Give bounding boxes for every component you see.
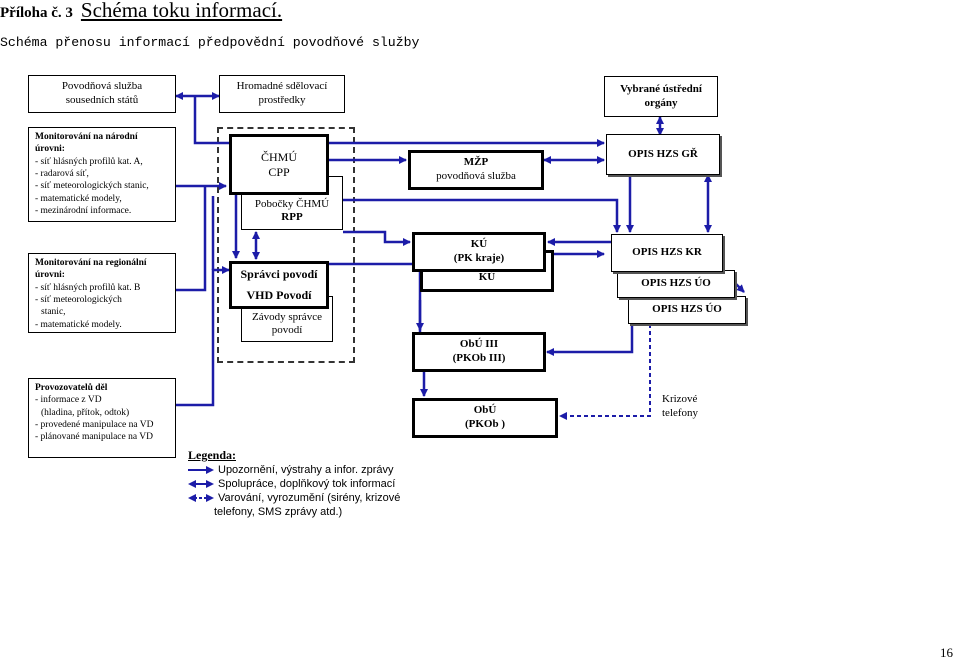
box-mzp: MŽP povodňová služba <box>408 150 544 190</box>
provoz-item: - informace z VD <box>35 395 102 406</box>
obu-line1: ObÚ <box>473 404 497 417</box>
chmu-line2: CPP <box>268 164 290 179</box>
mzp-line2: povodňová služba <box>436 170 516 182</box>
narodni-item: - síť meteorologických stanic, <box>35 181 149 192</box>
pobocky-line1: Pobočky ČHMÚ <box>254 197 330 210</box>
obu3-line2: (PKOb III) <box>452 352 506 364</box>
legend-title: Legenda: <box>188 448 236 462</box>
zavody-line1: Závody správce <box>252 310 322 323</box>
dashed-double-arrow-icon <box>188 494 214 502</box>
box-sousedni-sluzba: Povodňová služba sousedních států <box>28 75 176 113</box>
appendix-label: Příloha č. 3 <box>0 5 73 21</box>
legend-row1-text: Upozornění, výstrahy a infor. zprávy <box>218 464 394 476</box>
page-number: 16 <box>940 645 953 660</box>
box-vybrane-organy: Vybrané ústřední orgány <box>604 76 718 117</box>
sousedni-line2: sousedních států <box>65 94 139 106</box>
page-title: Schéma toku informací. <box>80 0 283 22</box>
link-hromadne-chmu <box>193 96 229 145</box>
regionalni-title2: úrovni: <box>35 270 65 281</box>
obu-line2: (PKOb ) <box>464 418 506 430</box>
narodni-item: - mezinárodní informace. <box>35 206 132 217</box>
narodni-title2: úrovni: <box>35 144 65 155</box>
ku-line2: (PK kraje) <box>453 252 505 264</box>
box-chmu-cpp: ČHMÚ CPP <box>229 134 329 195</box>
zavody-line2: povodí <box>271 324 303 337</box>
box-hromadne-prostredky: Hromadné sdělovací prostředky <box>219 75 345 113</box>
legend-row3-text: Varování, vyrozumění (sirény, krizové <box>218 492 401 504</box>
regionalni-item: - síť meteorologických <box>35 295 122 306</box>
opis-gr-line1: OPIS HZS GŘ <box>628 147 698 160</box>
legend-row2-text: Spolupráce, doplňkový tok informací <box>218 478 396 490</box>
opis-uo2-line1: OPIS HZS ÚO <box>652 303 722 316</box>
vybrane-line2: orgány <box>644 96 678 109</box>
box-provozovatelu-del: Provozovatelů děl - informace z VD (hlad… <box>28 378 176 458</box>
box-spravci-povodi: Správci povodí VHD Povodí <box>229 261 329 309</box>
box-obu-iii: ObÚ III (PKOb III) <box>412 332 546 372</box>
link-spravci-ku <box>329 262 422 365</box>
pobocky-line2: RPP <box>281 211 303 224</box>
link-opisuo-obu-warning <box>559 324 651 420</box>
diagram-subtitle: Schéma přenosu informací předpovědní pov… <box>0 35 420 50</box>
box-opis-hzs-kr: OPIS HZS KR <box>611 234 723 272</box>
obu3-line1: ObÚ III <box>459 338 499 351</box>
box-opis-hzs-gr: OPIS HZS GŘ <box>606 134 720 175</box>
krizove-line2: telefony <box>662 406 699 419</box>
box-obu-pkob: ObÚ (PKOb ) <box>412 398 558 438</box>
narodni-title1: Monitorování na národní <box>35 132 138 142</box>
regionalni-item: - síť hlásných profilů kat. B <box>35 282 141 293</box>
mzp-line1: MŽP <box>463 156 489 169</box>
link-regionalni-spravci <box>176 186 207 292</box>
regionalni-title1: Monitorování na regionální <box>35 258 147 268</box>
regionalni-item: stanic, <box>41 307 66 318</box>
provoz-item: (hladina, přítok, odtok) <box>41 407 130 418</box>
legend-row-alerts-cont: telefony, SMS zprávy atd.) <box>188 505 400 519</box>
link-pobocky-opiskr <box>343 198 621 233</box>
krizove-telefony-label: Krizové telefony <box>662 393 698 421</box>
vybrane-line1: Vybrané ústřední <box>620 82 702 95</box>
link-provoz-spravci <box>176 266 230 407</box>
regionalni-item: - matematické modely. <box>35 319 122 330</box>
opis-kr-line1: OPIS HZS KR <box>632 246 702 259</box>
legend-row-warnings: Upozornění, výstrahy a infor. zprávy <box>188 463 400 477</box>
box-monitorovani-regionalni: Monitorování na regionální úrovni: - síť… <box>28 253 176 333</box>
narodni-item: - síť hlásných profilů kat. A, <box>35 156 143 167</box>
chmu-line1: ČHMÚ <box>260 149 297 164</box>
legend: Legenda: Upozornění, výstrahy a infor. z… <box>188 448 400 519</box>
provoz-title: Provozovatelů děl <box>35 383 108 393</box>
double-arrow-icon <box>188 480 214 488</box>
hromadne-line2: prostředky <box>258 94 306 106</box>
hromadne-line1: Hromadné sdělovací <box>236 80 328 93</box>
legend-row-alerts: Varování, vyrozumění (sirény, krizové <box>188 491 400 505</box>
krizove-line1: Krizové <box>662 393 698 405</box>
chmu-spravci-group <box>217 127 355 363</box>
provoz-item: - provedené manipulace na VD <box>35 420 154 431</box>
opis-uo1-line1: OPIS HZS ÚO <box>641 277 711 290</box>
legend-row3b-text: telefony, SMS zprávy atd.) <box>214 506 343 518</box>
ku-back-line1: KÚ <box>478 271 496 284</box>
box-monitorovani-narodni: Monitorování na národní úrovni: - síť hl… <box>28 127 176 222</box>
box-opis-hzs-uo-1: OPIS HZS ÚO <box>617 270 735 298</box>
single-arrow-icon <box>188 466 214 474</box>
page-header: Příloha č. 3 Schéma toku informací. <box>0 0 282 21</box>
spravci-line1: Správci povodí <box>240 267 318 281</box>
vhd-line1: VHD Povodí <box>246 288 312 302</box>
provoz-item: - plánované manipulace na VD <box>35 432 154 443</box>
sousedni-line1: Povodňová služba <box>61 80 143 93</box>
link-pobocky-ku <box>343 230 411 246</box>
legend-row-cooperation: Spolupráce, doplňkový tok informací <box>188 477 400 491</box>
box-ku-pk-kraje: KÚ (PK kraje) <box>412 232 546 272</box>
box-opis-hzs-uo-2: OPIS HZS ÚO <box>628 296 746 324</box>
narodni-item: - radarová síť, <box>35 169 89 180</box>
ku-line1: KÚ <box>470 238 488 251</box>
narodni-item: - matematické modely, <box>35 193 122 204</box>
